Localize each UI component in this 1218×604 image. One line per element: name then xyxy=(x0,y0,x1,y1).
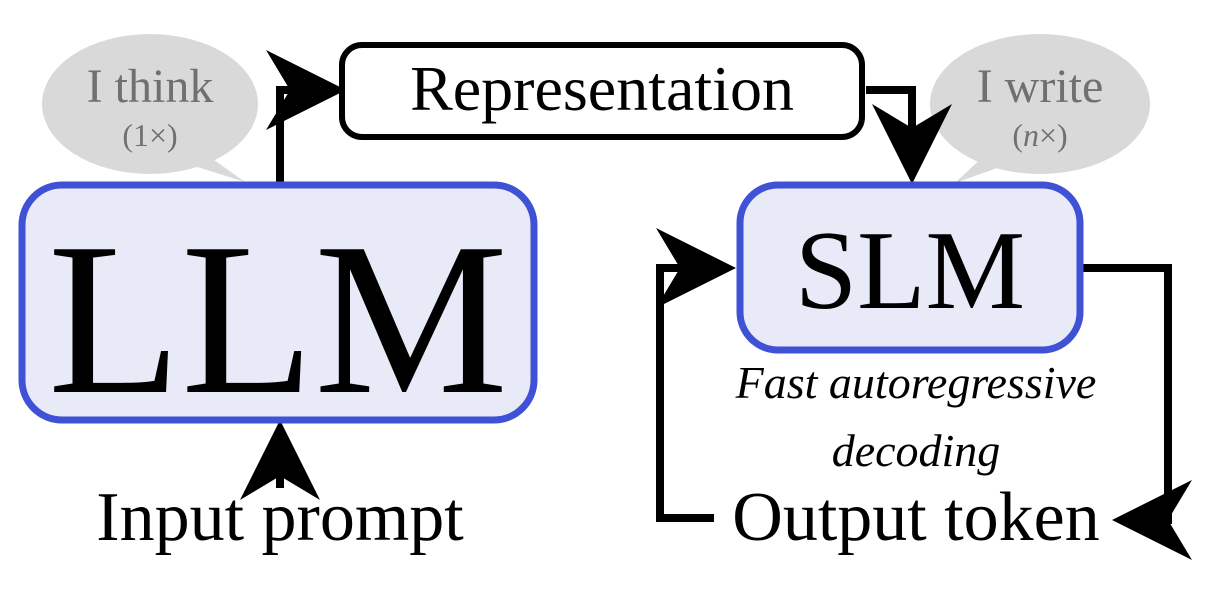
output-to-slm-feedback-arrow xyxy=(656,228,736,522)
slm-to-output-arrow xyxy=(1080,264,1192,560)
representation-to-slm-arrow xyxy=(866,86,952,184)
decoding-caption-line2: decoding xyxy=(832,425,1001,476)
think-bubble-multiplier: (1×) xyxy=(122,117,177,153)
write-bubble-multiplier: (n×) xyxy=(1012,117,1067,153)
input-prompt-label: Input prompt xyxy=(96,479,464,556)
output-token-label: Output token xyxy=(732,479,1099,556)
think-bubble-label: I think xyxy=(87,60,214,113)
think-bubble-tail xyxy=(175,150,245,182)
think-bubble: I think (1×) xyxy=(42,34,258,182)
llm-label: LLM xyxy=(48,199,508,440)
slm-node: SLM xyxy=(736,181,1084,354)
think-bubble-shape xyxy=(42,34,258,174)
write-bubble-tail xyxy=(955,150,1020,183)
decoding-caption-line1: Fast autoregressive xyxy=(735,357,1097,408)
llm-node: LLM xyxy=(18,181,538,440)
write-multiplier-n: n xyxy=(1023,117,1039,153)
write-multiplier-x: × xyxy=(1039,117,1057,153)
llm-to-representation-arrow xyxy=(266,50,346,185)
llm-box xyxy=(18,181,538,424)
slm-label: SLM xyxy=(795,209,1025,333)
write-bubble-shape xyxy=(930,34,1150,174)
representation-label: Representation xyxy=(410,53,794,124)
representation-node: Representation xyxy=(339,42,865,140)
slm-box xyxy=(736,181,1084,354)
representation-box xyxy=(339,42,865,140)
write-bubble-label: I write xyxy=(977,60,1104,113)
write-bubble: I write (n×) xyxy=(930,34,1150,183)
